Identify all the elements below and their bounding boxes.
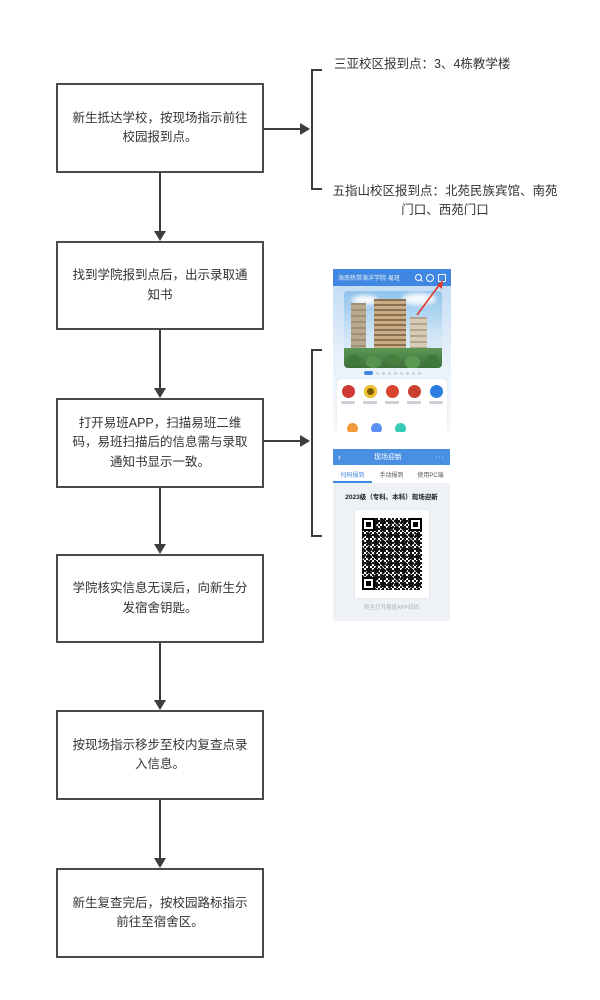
yiban-app-home-screenshot: 海南热带海洋学院·易班	[333, 269, 451, 432]
app-shortcut-icon	[371, 423, 382, 432]
more-icon: ···	[435, 453, 445, 461]
flow-step-label: 打开易班APP，扫描易班二维码，易班扫描后的信息需与录取通知书显示一致。	[72, 415, 248, 469]
tab-scan-checkin: 扫码报到	[333, 465, 372, 483]
scan-icon	[438, 273, 446, 282]
building-shape	[410, 317, 427, 351]
app-shortcut-label	[363, 401, 377, 404]
flow-step-label: 新生复查完后，按校园路标指示前往至宿舍区。	[72, 895, 248, 929]
flow-step-label: 找到学院报到点后，出示录取通知书	[72, 268, 248, 302]
building-shape	[351, 303, 366, 351]
connector-line	[264, 128, 300, 130]
app-shortcut-row-partial	[347, 423, 406, 432]
flow-step-get-key: 学院核实信息无误后，向新生分发宿舍钥匙。	[56, 554, 264, 643]
app-shortcut-icon	[341, 385, 355, 398]
connector-line	[159, 330, 161, 388]
checkin-title: 现场迎新	[374, 454, 402, 461]
app-shortcut-label	[385, 401, 399, 404]
app-shortcut-label	[429, 401, 443, 404]
carousel-dot	[411, 371, 415, 375]
app-shortcut-label	[341, 401, 355, 404]
checkin-heading: 2023级（专科、本科）现场迎新	[345, 494, 438, 501]
app-shortcut	[407, 385, 421, 404]
arrow-right-icon	[300, 123, 310, 135]
carousel-dot	[375, 371, 379, 375]
app-shortcut-icon	[407, 385, 421, 398]
qr-finder-icon	[361, 577, 375, 590]
carousel-dot	[393, 371, 397, 375]
connector-line	[159, 173, 161, 231]
qr-finder-icon	[361, 518, 375, 531]
carousel-dot-active	[363, 371, 373, 375]
app-header: 海南热带海洋学院·易班	[333, 269, 451, 286]
app-header-title: 海南热带海洋学院·易班	[338, 276, 400, 282]
carousel-dot	[417, 371, 421, 375]
building-shape	[374, 299, 406, 351]
app-shortcut	[429, 385, 443, 404]
campus-photo	[344, 291, 442, 368]
app-shortcut	[363, 385, 377, 404]
arrow-down-icon	[154, 858, 166, 868]
qr-code	[361, 518, 422, 590]
flow-step-label: 学院核实信息无误后，向新生分发宿舍钥匙。	[72, 581, 248, 615]
flow-step-to-dorm: 新生复查完后，按校园路标指示前往至宿舍区。	[56, 868, 264, 958]
arrow-down-icon	[154, 231, 166, 241]
carousel-dot	[381, 371, 385, 375]
app-shortcut-label	[407, 401, 421, 404]
app-shortcut	[385, 385, 399, 404]
flow-step-label: 新生抵达学校，按现场指示前往校园报到点。	[72, 110, 248, 144]
qr-code-card	[354, 510, 429, 598]
trees-shape	[344, 348, 442, 368]
flow-step-recheck-point: 按现场指示移步至校内复查点录入信息。	[56, 710, 264, 800]
cloud-shape	[402, 293, 436, 305]
message-icon	[426, 273, 434, 282]
app-shortcut-icon	[385, 385, 399, 398]
app-shortcut-icon	[347, 423, 358, 432]
flow-step-label: 按现场指示移步至校内复查点录入信息。	[72, 737, 248, 771]
arrow-down-icon	[154, 544, 166, 554]
tab-manual-checkin: 手动报到	[379, 472, 404, 479]
app-shortcut-icon	[395, 423, 406, 432]
connector-line	[159, 488, 161, 544]
arrow-right-icon	[300, 435, 310, 447]
app-shortcut-icon	[429, 385, 443, 398]
carousel-dot	[387, 371, 391, 375]
app-header-icons	[415, 273, 446, 282]
search-icon	[415, 274, 422, 281]
arrow-down-icon	[154, 700, 166, 710]
checkin-caption: 新生打开易班APP扫码	[363, 605, 419, 611]
app-shortcut-row	[337, 385, 447, 404]
bracket	[311, 69, 322, 190]
arrow-down-icon	[154, 388, 166, 398]
bracket	[311, 349, 322, 537]
checkin-content: 2023级（专科、本科）现场迎新 新生打开易班APP扫码	[333, 483, 450, 621]
carousel-dot	[405, 371, 409, 375]
app-shortcut	[341, 385, 355, 404]
yiban-checkin-screenshot: ‹ 现场迎新 ··· 扫码报到 手动报到 使用PC端 2023级（专科、本科）现…	[333, 449, 450, 621]
carousel-dots	[333, 371, 451, 375]
checkin-tabs: 扫码报到 手动报到 使用PC端	[333, 465, 450, 483]
qr-finder-icon	[408, 518, 422, 531]
checkin-header: ‹ 现场迎新 ···	[333, 449, 450, 465]
flow-step-show-notice: 找到学院报到点后，出示录取通知书	[56, 241, 264, 330]
flow-step-arrive: 新生抵达学校，按现场指示前往校园报到点。	[56, 83, 264, 173]
back-icon: ‹	[338, 451, 341, 462]
app-shortcuts-card	[337, 379, 447, 432]
cloud-shape	[352, 295, 378, 305]
connector-line	[159, 643, 161, 700]
app-shortcut-icon	[363, 385, 377, 398]
carousel-dot	[399, 371, 403, 375]
connector-line	[264, 440, 300, 442]
flow-step-scan-yiban: 打开易班APP，扫描易班二维码，易班扫描后的信息需与录取通知书显示一致。	[56, 398, 264, 488]
annotation-wuzhishan-checkin: 五指山校区报到点：北苑民族宾馆、南苑门口、西苑门口	[332, 184, 558, 217]
tab-pc-checkin: 使用PC端	[417, 472, 444, 479]
annotation-sanya-checkin: 三亚校区报到点：3、4栋教学楼	[334, 57, 511, 71]
connector-line	[159, 800, 161, 858]
